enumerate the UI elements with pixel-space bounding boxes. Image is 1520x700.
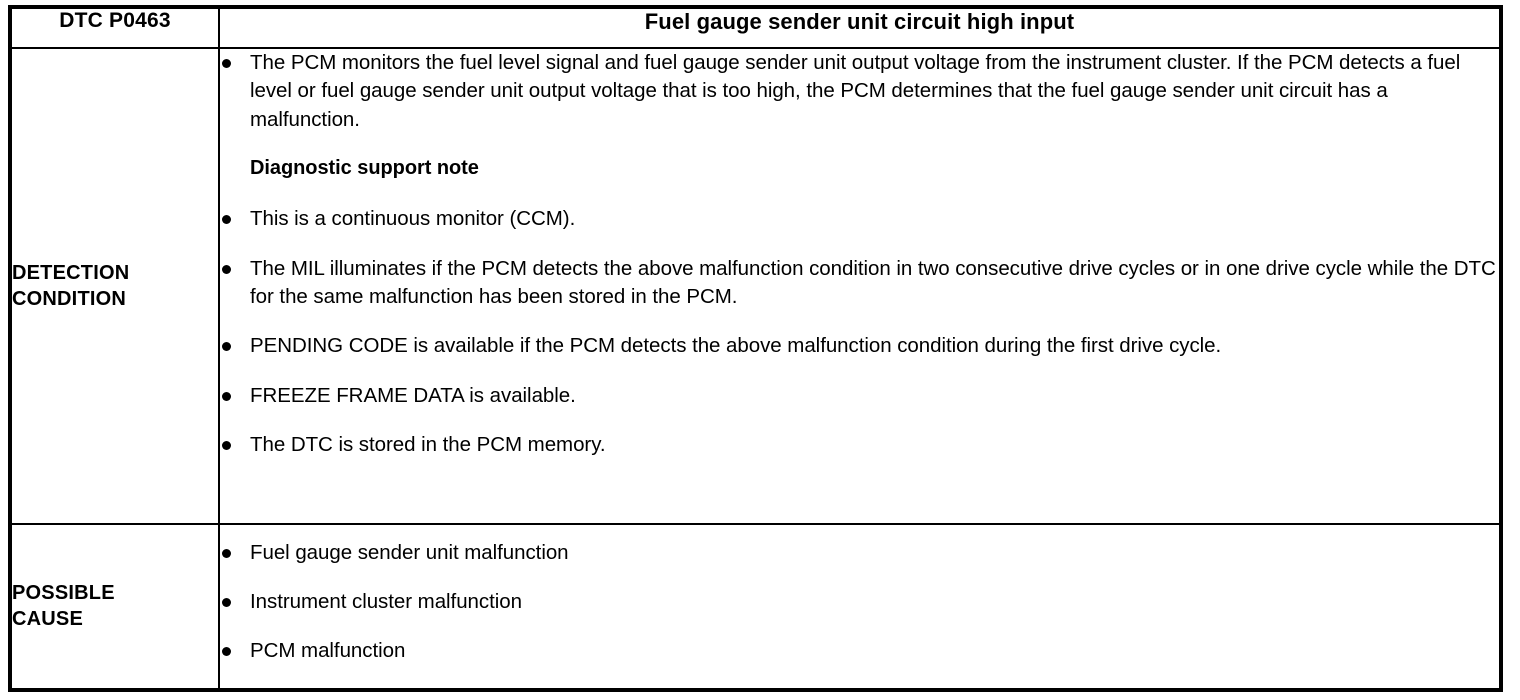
list-item: The MIL illuminates if the PCM detects t… <box>220 255 1499 312</box>
detection-condition-content-cell: The PCM monitors the fuel level signal a… <box>218 47 1502 525</box>
table-row: POSSIBLE CAUSE Fuel gauge sender unit ma… <box>9 522 1502 692</box>
dtc-title-cell: Fuel gauge sender unit circuit high inpu… <box>218 6 1502 49</box>
table-row: DETECTION CONDITION The PCM monitors the… <box>9 47 1502 525</box>
list-item: The PCM monitors the fuel level signal a… <box>220 49 1499 134</box>
list-item-text: PENDING CODE is available if the PCM det… <box>250 334 1222 358</box>
possible-cause-content-cell: Fuel gauge sender unit malfunction Instr… <box>218 522 1502 692</box>
possible-cause-label: POSSIBLE CAUSE <box>12 582 115 631</box>
list-item-text: PCM malfunction <box>250 639 406 663</box>
list-item-text: This is a continuous monitor (CCM). <box>250 207 576 231</box>
list-item: The DTC is stored in the PCM memory. <box>220 431 1499 459</box>
diagnostic-support-note-heading: Diagnostic support note <box>220 155 1499 183</box>
list-item-text: Instrument cluster malfunction <box>250 590 522 614</box>
list-item: Instrument cluster malfunction <box>220 588 1499 616</box>
table-header-row: DTC P0463 Fuel gauge sender unit circuit… <box>9 6 1502 49</box>
dtc-diagnostic-table: DTC P0463 Fuel gauge sender unit circuit… <box>8 5 1503 692</box>
list-item-text: The PCM monitors the fuel level signal a… <box>250 51 1461 131</box>
possible-cause-label-cell: POSSIBLE CAUSE <box>9 522 220 692</box>
note-heading-text: Diagnostic support note <box>250 156 479 179</box>
detection-condition-label-cell: DETECTION CONDITION <box>9 47 220 525</box>
list-item: Fuel gauge sender unit malfunction <box>220 539 1499 567</box>
detection-condition-list: The PCM monitors the fuel level signal a… <box>220 49 1499 459</box>
detection-condition-label: DETECTION CONDITION <box>12 261 130 310</box>
list-item-text: The MIL illuminates if the PCM detects t… <box>250 256 1496 308</box>
list-item: FREEZE FRAME DATA is available. <box>220 382 1499 410</box>
list-item: PENDING CODE is available if the PCM det… <box>220 332 1499 360</box>
dtc-code-cell: DTC P0463 <box>9 6 220 49</box>
list-item: PCM malfunction <box>220 637 1499 665</box>
list-item: This is a continuous monitor (CCM). <box>220 205 1499 233</box>
list-item-text: Fuel gauge sender unit malfunction <box>250 540 569 564</box>
possible-cause-list: Fuel gauge sender unit malfunction Instr… <box>220 539 1499 666</box>
list-item-text: The DTC is stored in the PCM memory. <box>250 432 606 456</box>
list-item-text: FREEZE FRAME DATA is available. <box>250 383 576 407</box>
